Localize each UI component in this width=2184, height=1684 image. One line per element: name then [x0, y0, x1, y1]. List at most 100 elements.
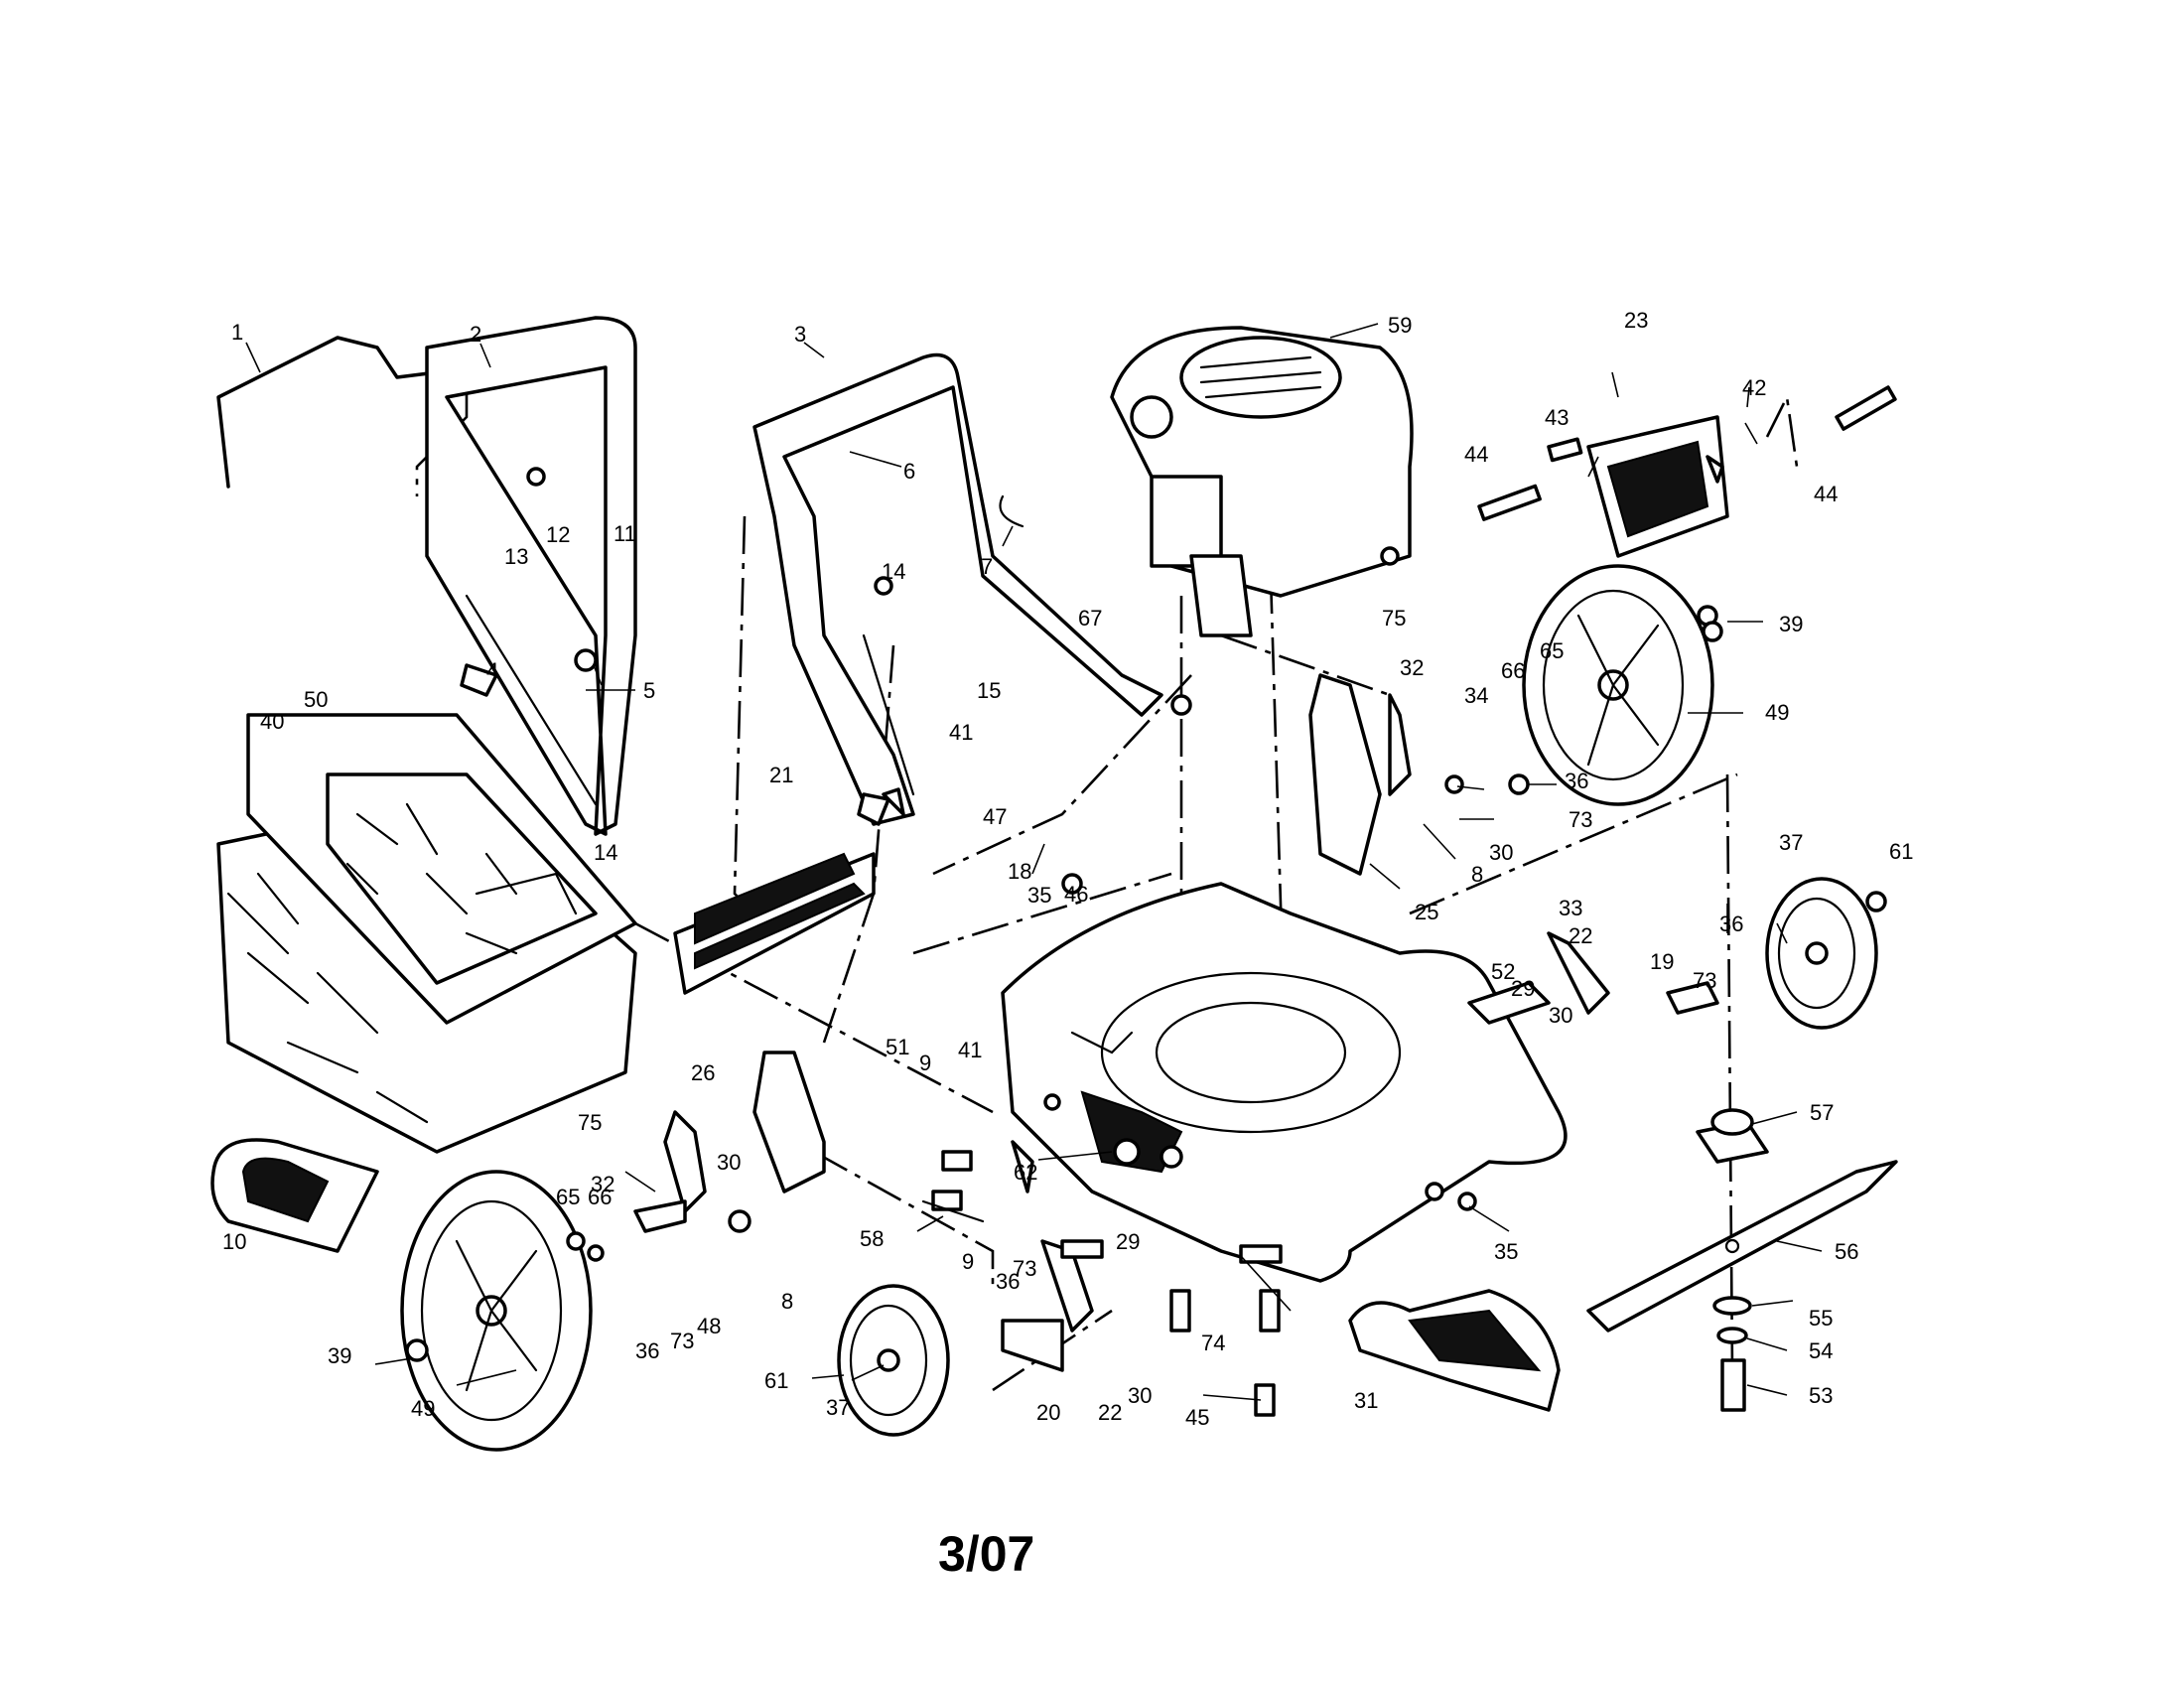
- height-adjust-brackets: [663, 673, 1610, 1333]
- callout-label: 5: [643, 678, 655, 703]
- callout-label: 29: [1511, 976, 1535, 1001]
- callout-label: 65: [556, 1185, 580, 1209]
- callout-label: 19: [1650, 949, 1674, 974]
- callout-label: 25: [1415, 900, 1438, 924]
- callout-label: 39: [328, 1343, 351, 1368]
- callout-label: 37: [1779, 830, 1803, 855]
- callout-label: 30: [1549, 1003, 1572, 1028]
- rear-wheel-right: [1522, 564, 1714, 806]
- callout-label: 22: [1569, 923, 1592, 948]
- callout-label: 14: [882, 559, 905, 584]
- callout-label: 67: [1078, 606, 1102, 631]
- callout-label: 48: [697, 1314, 721, 1338]
- callout-label: 9: [919, 1051, 931, 1075]
- callout-label: 33: [1559, 896, 1582, 920]
- upper-handle: [425, 316, 637, 836]
- callout-label: 73: [1693, 968, 1716, 993]
- callout-label: 54: [1809, 1338, 1833, 1363]
- revision-date: 3/07: [938, 1526, 1035, 1582]
- callout-label: 8: [781, 1289, 793, 1314]
- callout-label: 66: [588, 1185, 612, 1209]
- mower-deck: [1001, 882, 1568, 1283]
- callout-label: 40: [260, 709, 284, 734]
- callout-label: 14: [594, 840, 617, 865]
- callout-label: 65: [1540, 638, 1564, 663]
- callout-label: 36: [1719, 912, 1743, 936]
- rear-flap: [1586, 415, 1729, 558]
- lower-handle: [752, 352, 1163, 826]
- callout-label: 51: [886, 1035, 909, 1059]
- callout-label: 44: [1464, 442, 1488, 467]
- callout-label: 30: [1489, 840, 1513, 865]
- callout-label: 59: [1388, 313, 1412, 338]
- callout-label: 62: [1014, 1160, 1037, 1185]
- small-hardware: [405, 385, 1897, 1417]
- callout-label: 18: [1008, 859, 1031, 884]
- callout-label: 36: [1565, 769, 1588, 793]
- callout-label: 56: [1835, 1239, 1858, 1264]
- handle-knob-hardware: [460, 467, 1192, 826]
- callout-label: 23: [1624, 308, 1648, 333]
- callout-label: 66: [1501, 658, 1525, 683]
- leader-lines: [245, 323, 1823, 1401]
- callout-label: 3: [794, 322, 806, 347]
- callout-label: 44: [1814, 482, 1838, 506]
- rear-door: [673, 852, 876, 995]
- callout-label: 73: [1013, 1256, 1036, 1281]
- side-discharge-deflector: [1348, 1289, 1561, 1412]
- callout-label: 9: [962, 1249, 974, 1274]
- callout-label: 57: [1810, 1100, 1834, 1125]
- callout-label: 34: [1464, 683, 1488, 708]
- callout-label: 52: [1491, 959, 1515, 984]
- mulch-plug: [210, 1138, 379, 1253]
- blade: [1586, 1160, 1898, 1333]
- callout-label: 6: [903, 459, 915, 484]
- callout-label: 42: [1742, 375, 1766, 400]
- callout-label: 49: [411, 1396, 435, 1421]
- callout-labels: 1 2 3 4 5 6 7 8 8 9 9 10 11 12 13 14 14 …: [222, 308, 1913, 1430]
- callout-label: 22: [1098, 1400, 1122, 1425]
- callout-label: 73: [1569, 807, 1592, 832]
- callout-label: 73: [670, 1329, 694, 1353]
- callout-label: 45: [1185, 1405, 1209, 1430]
- cable-tie: [999, 494, 1024, 528]
- callout-label: 61: [1889, 839, 1913, 864]
- callout-label: 29: [1116, 1229, 1140, 1254]
- callout-label: 11: [614, 521, 636, 546]
- callout-label: 21: [769, 763, 793, 787]
- callout-label: 35: [1494, 1239, 1518, 1264]
- callout-label: 43: [1545, 405, 1569, 430]
- callout-label: 36: [996, 1269, 1020, 1294]
- callout-label: 26: [691, 1060, 715, 1085]
- callout-label: 55: [1809, 1306, 1833, 1331]
- front-wheel-left: [837, 1284, 950, 1437]
- callout-label: 75: [1382, 606, 1406, 631]
- callout-label: 61: [764, 1368, 788, 1393]
- callout-label: 15: [977, 678, 1001, 703]
- callout-label: 2: [470, 322, 481, 347]
- bail-wire-rod: [216, 336, 439, 489]
- callout-label: 20: [1036, 1400, 1060, 1425]
- callout-label: 53: [1809, 1383, 1833, 1408]
- callout-label: 1: [231, 320, 243, 345]
- callout-label: 74: [1201, 1331, 1225, 1355]
- callout-label: 7: [981, 554, 993, 579]
- callout-label: 12: [546, 522, 570, 547]
- callout-label: 35: [1027, 883, 1051, 908]
- callout-label: 8: [1471, 862, 1483, 887]
- grass-bag: [216, 713, 637, 1154]
- callout-label: 50: [304, 687, 328, 712]
- rear-wheel-left: [400, 1170, 593, 1452]
- callout-label: 41: [958, 1038, 982, 1062]
- callout-label: 39: [1779, 612, 1803, 636]
- callout-label: 10: [222, 1229, 246, 1254]
- engine: [1110, 326, 1414, 637]
- callout-label: 36: [635, 1338, 659, 1363]
- blade-bolt-washers: [1712, 1296, 1752, 1412]
- callout-label: 46: [1064, 882, 1088, 907]
- callout-label: 32: [591, 1172, 614, 1196]
- callout-label: 75: [578, 1110, 602, 1135]
- front-wheel-right: [1765, 877, 1878, 1030]
- callout-label: 30: [717, 1150, 741, 1175]
- callout-label: 49: [1765, 700, 1789, 725]
